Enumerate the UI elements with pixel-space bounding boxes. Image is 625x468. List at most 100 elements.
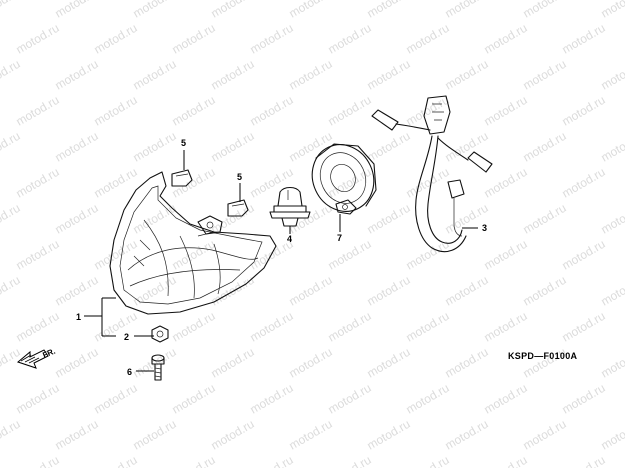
watermark-text: motod.ru <box>443 273 491 309</box>
watermark-text: motod.ru <box>365 57 413 93</box>
watermark-text: motod.ru <box>0 129 23 165</box>
watermark-text: motod.ru <box>14 237 62 273</box>
watermark-text: motod.ru <box>404 237 452 273</box>
watermark-text: motod.ru <box>560 309 608 345</box>
watermark-text: motod.ru <box>248 453 296 468</box>
watermark-text: motod.ru <box>131 57 179 93</box>
callout-6: 6 <box>127 367 132 377</box>
screw <box>151 354 165 381</box>
watermark-text: motod.ru <box>131 417 179 453</box>
watermark-text: motod.ru <box>482 237 530 273</box>
watermark-text: motod.ru <box>92 21 140 57</box>
watermark-text: motod.ru <box>92 453 140 468</box>
watermark-text: motod.ru <box>287 57 335 93</box>
callout-1: 1 <box>76 312 81 322</box>
watermark-text: motod.ru <box>131 0 179 21</box>
watermark-text: motod.ru <box>0 201 23 237</box>
watermark-text: motod.ru <box>404 453 452 468</box>
watermark-text: motod.ru <box>287 273 335 309</box>
watermark-text: motod.ru <box>365 417 413 453</box>
watermark-text: motod.ru <box>560 93 608 129</box>
watermark-text: motod.ru <box>521 201 569 237</box>
bulb-socket-cover <box>311 143 377 215</box>
watermark-text: motod.ru <box>599 417 625 453</box>
watermark-text: motod.ru <box>365 0 413 21</box>
watermark-text: motod.ru <box>92 237 140 273</box>
watermark-text: motod.ru <box>209 129 257 165</box>
watermark-text: motod.ru <box>248 93 296 129</box>
front-direction-label: FR. <box>41 347 56 360</box>
watermark-text: motod.ru <box>404 165 452 201</box>
watermark-text: motod.ru <box>248 21 296 57</box>
watermark-text: motod.ru <box>560 381 608 417</box>
watermark-text: motod.ru <box>599 273 625 309</box>
watermark-text: motod.ru <box>209 273 257 309</box>
watermark-text: motod.ru <box>482 309 530 345</box>
diagram-code: KSPD—F0100A <box>508 351 578 361</box>
watermark-text: motod.ru <box>443 345 491 381</box>
watermark-text: motod.ru <box>287 417 335 453</box>
watermark-text: motod.ru <box>482 453 530 468</box>
watermark-text: motod.ru <box>326 93 374 129</box>
watermark-text: motod.ru <box>170 165 218 201</box>
watermark-text: motod.ru <box>326 165 374 201</box>
watermark-text: motod.ru <box>521 417 569 453</box>
watermark-text: motod.ru <box>365 345 413 381</box>
leader-lines <box>84 150 478 372</box>
watermark-text: motod.ru <box>14 453 62 468</box>
watermark-text: motod.ru <box>521 273 569 309</box>
watermark-text: motod.ru <box>248 309 296 345</box>
watermark-text: motod.ru <box>170 93 218 129</box>
watermark-text: motod.ru <box>404 21 452 57</box>
wire-harness <box>371 95 493 253</box>
callout-5-upper: 5 <box>181 138 186 148</box>
watermark-text: motod.ru <box>365 273 413 309</box>
watermark-text: motod.ru <box>53 129 101 165</box>
callout-4: 4 <box>287 234 292 244</box>
watermark-text: motod.ru <box>599 201 625 237</box>
watermark-text: motod.ru <box>53 345 101 381</box>
watermark-text: motod.ru <box>131 129 179 165</box>
watermark-text: motod.ru <box>482 381 530 417</box>
watermark-text: motod.ru <box>92 93 140 129</box>
watermark-text: motod.ru <box>53 0 101 21</box>
callout-2: 2 <box>124 332 129 342</box>
cap-lower <box>227 199 249 217</box>
watermark-text: motod.ru <box>170 237 218 273</box>
watermark-text: motod.ru <box>53 273 101 309</box>
watermark-text: motod.ru <box>326 453 374 468</box>
front-direction-arrow: FR. <box>16 347 57 369</box>
callout-labels: 1 2 3 4 5 5 6 7 <box>76 138 487 377</box>
watermark-text: motod.ru <box>443 417 491 453</box>
watermark-text: motod.ru <box>599 57 625 93</box>
watermark-text: motod.ru <box>326 21 374 57</box>
watermark-text: motod.ru <box>482 165 530 201</box>
watermark-text: motod.ru <box>365 201 413 237</box>
watermark-text: motod.ru <box>482 21 530 57</box>
watermark-text: motod.ru <box>326 309 374 345</box>
watermark-text: motod.ru <box>170 453 218 468</box>
watermark-text: motod.ru <box>170 381 218 417</box>
watermark-text: motod.ru <box>209 57 257 93</box>
watermark-text: motod.ru <box>14 165 62 201</box>
watermark-text: motod.ru <box>287 129 335 165</box>
watermark-text: motod.ru <box>14 381 62 417</box>
callout-3: 3 <box>482 223 487 233</box>
watermark-text: motod.ru <box>0 417 23 453</box>
watermark-text: motod.ru <box>53 57 101 93</box>
watermark-text: motod.ru <box>560 165 608 201</box>
watermark-text: motod.ru <box>209 345 257 381</box>
watermark-text: motod.ru <box>482 93 530 129</box>
watermark-text: motod.ru <box>404 381 452 417</box>
watermark-text: motod.ru <box>170 309 218 345</box>
cap-upper <box>171 169 193 187</box>
watermark-text: motod.ru <box>443 57 491 93</box>
watermark-text: motod.ru <box>404 309 452 345</box>
headlight-bulb <box>269 186 311 227</box>
watermark-text: motod.ru <box>53 417 101 453</box>
nut <box>151 325 169 343</box>
watermark-text: motod.ru <box>560 453 608 468</box>
watermark-text: motod.ru <box>0 57 23 93</box>
